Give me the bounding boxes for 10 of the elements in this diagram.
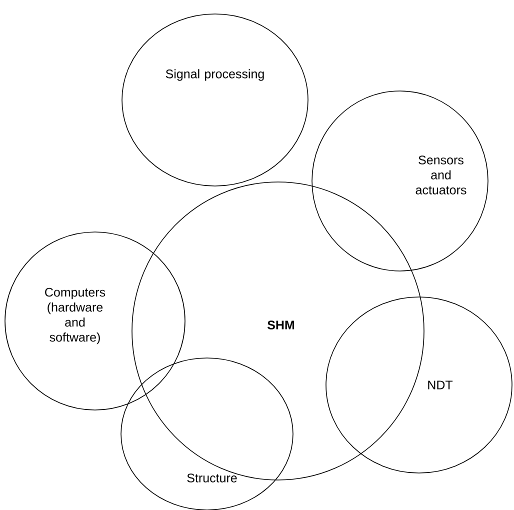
circle — [122, 14, 308, 186]
label: Signal processing — [166, 69, 264, 81]
label: Sensors and actuators — [416, 156, 466, 194]
circle — [4, 232, 186, 410]
circle — [312, 90, 488, 272]
label: NDT — [428, 380, 453, 390]
label: SHM — [267, 320, 294, 330]
circle — [326, 296, 512, 474]
label: Structure — [187, 474, 237, 482]
label: Computers (hardware and software) — [45, 288, 106, 344]
